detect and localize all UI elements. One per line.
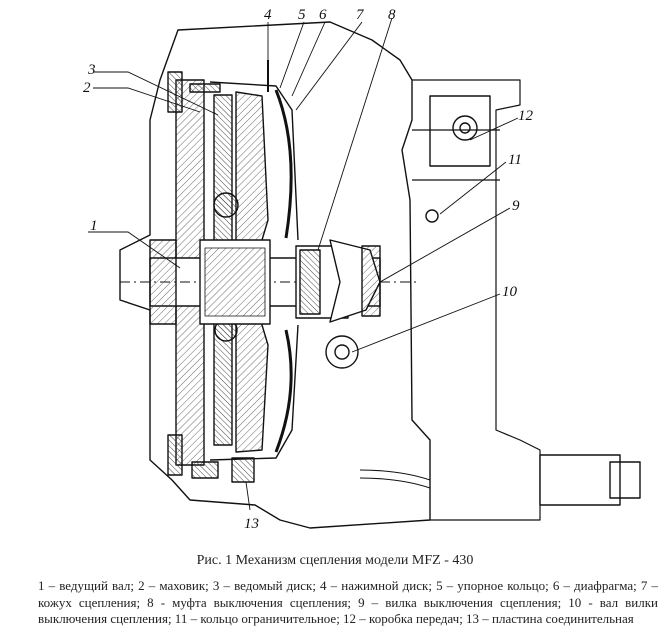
crank-flange (149, 239, 177, 325)
fork-shaft (325, 335, 359, 369)
callout-4: 4 (264, 7, 272, 23)
connecting-plate (231, 457, 255, 483)
figure-caption: Рис. 1 Механизм сцепления модели MFZ - 4… (196, 553, 474, 568)
callout-11: 11 (508, 152, 522, 168)
callout-2: 2 (83, 80, 91, 96)
callout-10: 10 (502, 284, 518, 300)
callout-8: 8 (388, 7, 396, 23)
callout-1: 1 (90, 218, 98, 234)
bell-housing (119, 21, 431, 529)
limiter-ring (361, 245, 381, 317)
callout-13: 13 (244, 516, 259, 532)
gearbox (412, 79, 541, 521)
diaphragm-spring (274, 89, 293, 453)
figure-legend: 1 – ведущий вал; 2 – маховик; 3 – ведомы… (38, 578, 658, 626)
callout-9: 9 (512, 198, 520, 214)
callout-6: 6 (319, 7, 327, 23)
ring-gear (167, 71, 183, 113)
cover-bolt (189, 83, 221, 93)
callout-7: 7 (356, 7, 365, 23)
callout-5: 5 (298, 7, 306, 23)
callout-12: 12 (518, 108, 534, 124)
actuator-cylinder (539, 454, 621, 506)
damper-spring (213, 192, 239, 218)
clutch-mechanism-drawing: 1 2 3 4 5 6 7 8 9 10 11 12 13 (83, 7, 641, 532)
callout-3: 3 (87, 62, 96, 78)
